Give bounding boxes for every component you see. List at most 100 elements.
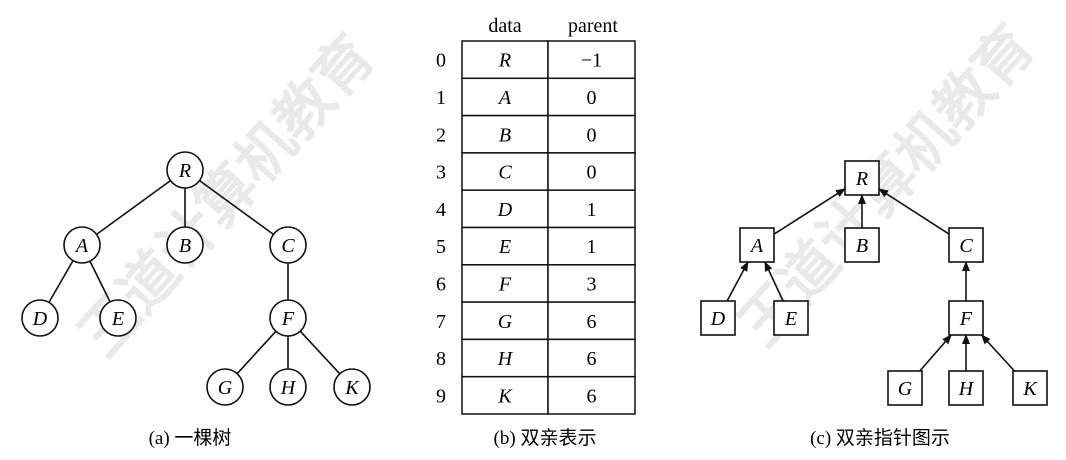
- tree-node-label-R: R: [178, 160, 191, 182]
- pointer-node-D: [700, 300, 736, 336]
- pointer-node-label-D: D: [710, 308, 726, 330]
- tree-edge-A-D: [48, 260, 74, 303]
- table-parent-8: 6: [587, 348, 597, 370]
- tree-node-label-A: A: [74, 235, 89, 257]
- table-data-5: E: [498, 236, 511, 258]
- pointer-node-label-B: B: [856, 235, 868, 257]
- pointer-node-E: [773, 300, 809, 336]
- pointer-node-label-G: G: [898, 378, 913, 400]
- table-data-7: G: [498, 311, 513, 333]
- table-parent-3: 0: [587, 162, 597, 184]
- pointer-edge-A-R: [773, 188, 846, 235]
- pointer-tree-caption: (c) 双亲指针图示: [810, 427, 950, 449]
- tree-edge-R-C: [199, 179, 274, 236]
- table-parent-6: 3: [587, 273, 597, 295]
- table-index-4: 4: [436, 199, 446, 221]
- pointer-node-K: [1012, 370, 1048, 406]
- table-data-8: H: [497, 348, 514, 370]
- table-cell-parent-2: [547, 114, 636, 154]
- table-data-4: D: [497, 199, 513, 221]
- table-cell-data-6: [461, 264, 549, 303]
- tree-node-K: [333, 368, 371, 406]
- table-cell-data-9: [461, 375, 549, 415]
- tree-node-label-K: K: [344, 377, 360, 399]
- tree-node-C: [269, 226, 307, 264]
- tree-diagram: R A B C D E F G H K: [21, 151, 371, 406]
- tree-node-label-B: B: [179, 235, 191, 257]
- tree-edge-F-G: [236, 330, 277, 375]
- table-cell-data-8: [461, 338, 549, 378]
- tree-node-label-D: D: [32, 308, 48, 330]
- table-parent-9: 6: [587, 385, 597, 407]
- pointer-node-label-K: K: [1022, 378, 1038, 400]
- table-cell-parent-4: [547, 189, 636, 229]
- pointer-edge-E-A: [764, 261, 784, 302]
- pointer-tree-diagram: R A B C D E F G H K: [700, 160, 1048, 406]
- table-cell-parent-5: [547, 226, 636, 266]
- pointer-edge-G-F: [919, 334, 952, 372]
- table-index-5: 5: [436, 236, 446, 258]
- tree-node-label-E: E: [111, 308, 124, 330]
- tree-node-D: [21, 299, 59, 337]
- tree-edge-R-A: [96, 179, 171, 236]
- tree-edge-A-E: [89, 260, 111, 303]
- pointer-edge-K-F: [980, 334, 1016, 372]
- pointer-node-label-H: H: [958, 378, 975, 400]
- table-cell-data-2: [461, 114, 549, 154]
- tree-caption: (a) 一棵树: [149, 427, 232, 449]
- table-index-9: 9: [436, 385, 446, 407]
- header-data: data: [488, 15, 521, 37]
- tree-node-F: [269, 299, 307, 337]
- tree-node-G: [206, 368, 244, 406]
- pointer-node-label-R: R: [855, 168, 868, 190]
- table-data-1: A: [497, 87, 512, 109]
- tree-node-H: [269, 368, 307, 406]
- pointer-edge-C-R: [878, 188, 950, 235]
- pointer-edge-D-A: [726, 261, 749, 302]
- table-index-1: 1: [436, 87, 446, 109]
- table-cell-parent-1: [547, 77, 636, 117]
- pointer-node-label-A: A: [749, 235, 764, 257]
- table-cell-parent-3: [547, 152, 636, 191]
- header-parent: parent: [568, 15, 618, 37]
- pointer-node-label-E: E: [784, 308, 797, 330]
- table-data-6: F: [498, 273, 512, 295]
- table-parent-1: 0: [587, 87, 597, 109]
- table-data-0: R: [498, 50, 511, 72]
- table-parent-7: 6: [587, 311, 597, 333]
- table-cell-data-5: [461, 226, 549, 266]
- table-parent-5: 1: [587, 236, 597, 258]
- pointer-node-G: [887, 370, 923, 406]
- table-data-3: C: [498, 162, 512, 184]
- tree-node-label-H: H: [280, 377, 297, 399]
- table-data-2: B: [499, 124, 511, 146]
- table-index-3: 3: [436, 162, 446, 184]
- tree-node-B: [166, 226, 204, 264]
- table-index-7: 7: [436, 311, 446, 333]
- tree-node-label-F: F: [281, 308, 295, 330]
- table-index-6: 6: [436, 273, 446, 295]
- tree-node-E: [99, 299, 137, 337]
- pointer-node-F: [948, 300, 984, 336]
- pointer-node-C: [948, 227, 984, 263]
- pointer-node-H: [948, 370, 984, 406]
- tree-edge-F-K: [299, 330, 341, 375]
- pointer-node-label-C: C: [959, 235, 973, 257]
- table-cell-parent-0: [547, 40, 636, 80]
- tree-node-label-G: G: [218, 377, 233, 399]
- table-data-9: K: [497, 385, 513, 407]
- table-caption: (b) 双亲表示: [494, 427, 597, 449]
- table-parent-2: 0: [587, 124, 597, 146]
- tree-node-A: [63, 226, 101, 264]
- table-index-0: 0: [436, 50, 446, 72]
- table-cell-parent-9: [547, 375, 636, 415]
- table-parent-0: −1: [581, 50, 602, 72]
- table-index-8: 8: [436, 348, 446, 370]
- tree-node-R: [166, 151, 204, 189]
- pointer-node-A: [739, 227, 775, 263]
- tree-node-label-C: C: [281, 235, 295, 257]
- pointer-node-R: [844, 160, 880, 196]
- pointer-node-label-F: F: [959, 308, 973, 330]
